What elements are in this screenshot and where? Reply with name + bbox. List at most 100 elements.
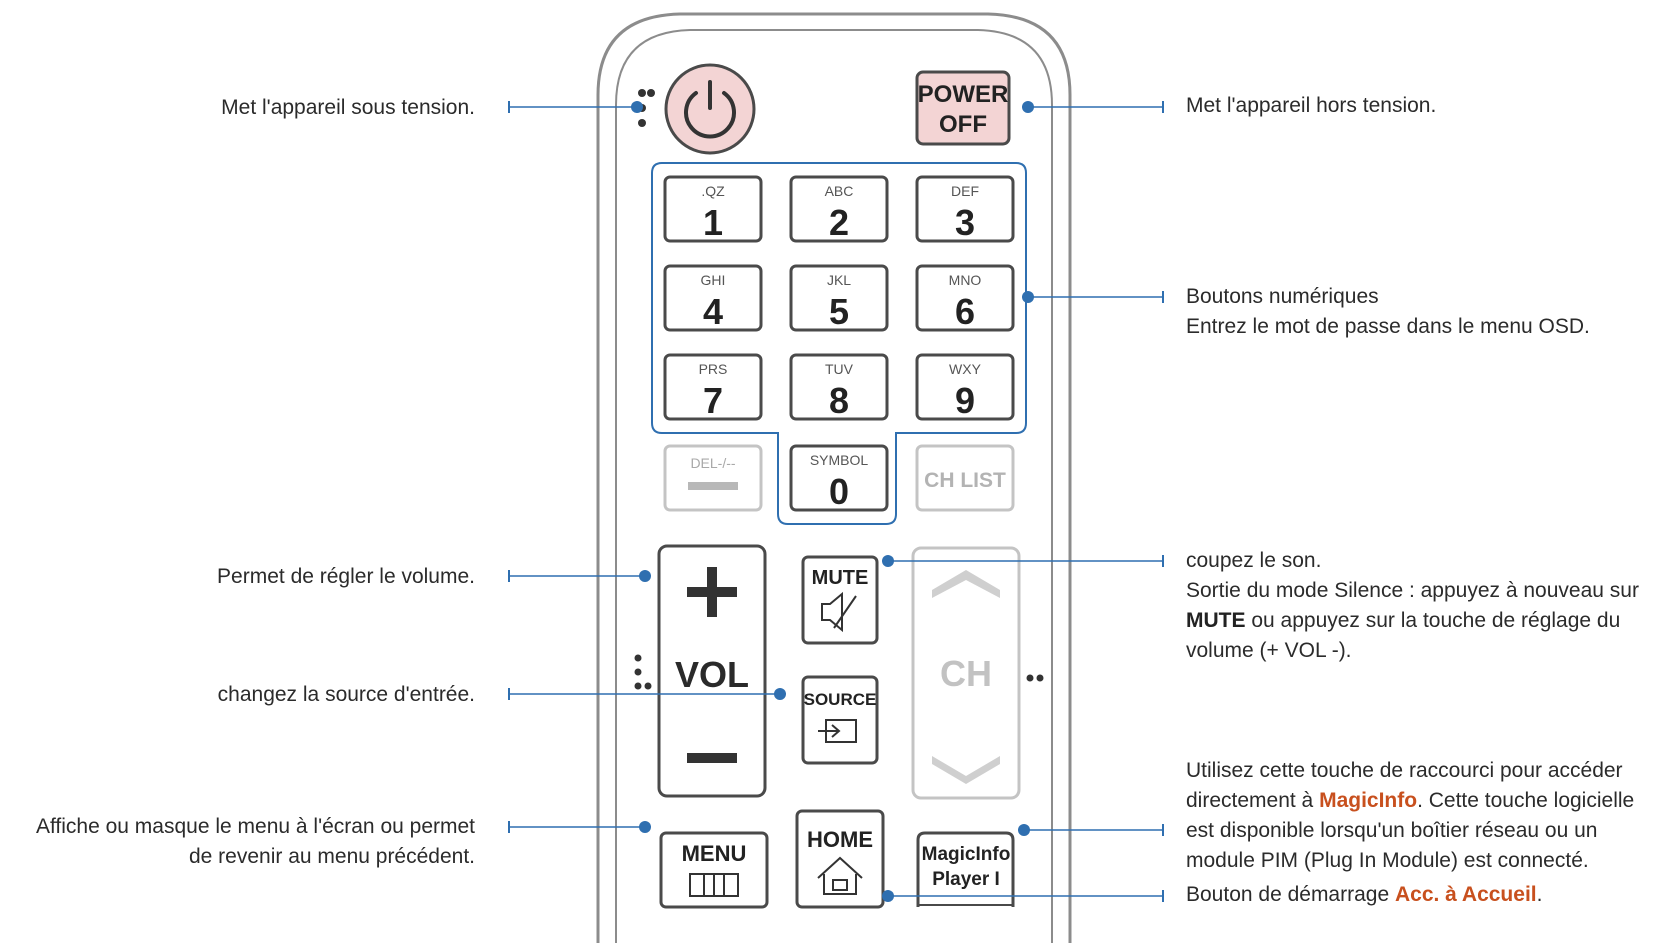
callout-power-on-text: Met l'appareil sous tension. — [221, 96, 475, 119]
source-key[interactable]: SOURCE — [801, 675, 879, 765]
source-label: SOURCE — [804, 690, 877, 709]
callout-magicinfo-line4: module PIM (Plug In Module) est connecté… — [1186, 849, 1589, 872]
number-key-7[interactable]: PRS 7 — [663, 353, 763, 421]
number-key-4[interactable]: GHI 4 — [663, 264, 763, 332]
zero-key-digit: 0 — [829, 471, 849, 512]
number-key-8[interactable]: TUV 8 — [789, 353, 889, 421]
magicinfo-line1: MagicInfo — [922, 844, 1011, 865]
home-label: HOME — [807, 827, 873, 852]
number-keypad: .QZ 1 ABC 2 DEF 3 GHI 4 JKL 5 MNO 6 — [663, 175, 1015, 421]
magicinfo-keyword: MagicInfo — [1319, 789, 1418, 812]
ch-list-key[interactable]: CH LIST — [915, 444, 1015, 512]
dash-icon — [688, 482, 738, 490]
number-key-3[interactable]: DEF 3 — [915, 175, 1015, 243]
number-key-letters: MNO — [949, 272, 982, 288]
chevron-down-icon — [932, 756, 1000, 784]
power-off-button[interactable]: POWER OFF — [915, 70, 1011, 146]
number-key-digit: 5 — [829, 291, 849, 332]
callout-magicinfo-line2-post: . Cette touche logicielle — [1417, 789, 1635, 812]
mute-label: MUTE — [812, 567, 869, 589]
callout-magicinfo: Utilisez cette touche de raccourci pour … — [1186, 756, 1634, 876]
leader-power-on — [508, 101, 643, 113]
volume-rocker[interactable]: VOL — [657, 544, 767, 798]
speaker-muted-icon — [821, 591, 857, 633]
callout-power-on: Met l'appareil sous tension. — [221, 93, 475, 123]
number-key-digit: 9 — [955, 380, 975, 421]
callout-mute-line1: coupez le son. — [1186, 549, 1322, 572]
leader-mute — [882, 555, 1164, 567]
number-key-2[interactable]: ABC 2 — [789, 175, 889, 243]
callout-menu: Affiche ou masque le menu à l'écran ou p… — [36, 812, 475, 872]
symbol-zero-key[interactable]: SYMBOL 0 — [789, 444, 889, 512]
power-button[interactable] — [664, 63, 756, 155]
number-key-digit: 2 — [829, 202, 849, 243]
power-off-line2: OFF — [939, 111, 987, 138]
callout-numeric: Boutons numériques Entrez le mot de pass… — [1186, 282, 1590, 342]
numeric-keypad-highlight — [651, 162, 1027, 525]
home-icon — [817, 856, 863, 895]
leader-magicinfo — [1018, 824, 1164, 836]
number-key-digit: 1 — [703, 202, 723, 243]
power-off-line1: POWER — [918, 81, 1009, 108]
leader-power-off — [1022, 101, 1164, 113]
number-key-letters: GHI — [701, 272, 726, 288]
callout-mute-line3-rest: ou appuyez sur la touche de réglage du — [1245, 609, 1621, 632]
number-key-letters: DEF — [951, 183, 979, 199]
magicinfo-player-key[interactable]: MagicInfo Player I — [916, 831, 1015, 907]
number-key-digit: 3 — [955, 202, 975, 243]
menu-grid-icon — [689, 873, 739, 897]
menu-key[interactable]: MENU — [659, 831, 769, 909]
braille-dots-volume — [634, 654, 652, 690]
number-key-9[interactable]: WXY 9 — [915, 353, 1015, 421]
del-key[interactable]: DEL-/-- — [663, 444, 763, 512]
callout-numeric-line2: Entrez le mot de passe dans le menu OSD. — [1186, 315, 1590, 338]
leader-volume — [508, 570, 651, 582]
callout-magicinfo-line2-pre: directement à — [1186, 789, 1320, 812]
number-key-letters: .QZ — [701, 183, 725, 199]
ch-label: CH — [940, 653, 992, 694]
magicinfo-line2: Player I — [932, 869, 1000, 890]
callout-power-off-text: Met l'appareil hors tension. — [1186, 94, 1437, 117]
leader-home — [882, 890, 1164, 902]
braille-dots-power — [638, 89, 655, 127]
callout-magicinfo-line2: directement à MagicInfo. Cette touche lo… — [1186, 786, 1634, 816]
callout-magicinfo-line3: est disponible lorsqu'un boîtier réseau … — [1186, 819, 1598, 842]
callout-magicinfo-line1: Utilisez cette touche de raccourci pour … — [1186, 759, 1623, 782]
number-key-digit: 4 — [703, 291, 723, 332]
callout-volume-text: Permet de régler le volume. — [217, 565, 475, 588]
mute-key[interactable]: MUTE — [801, 555, 879, 645]
symbol-key-label: SYMBOL — [810, 452, 869, 468]
input-source-icon — [818, 719, 857, 743]
callout-menu-line2: de revenir au menu précédent. — [188, 845, 475, 868]
number-key-5[interactable]: JKL 5 — [789, 264, 889, 332]
number-key-letters: PRS — [699, 361, 728, 377]
callout-numeric-line1: Boutons numériques — [1186, 285, 1379, 308]
plus-icon — [687, 567, 737, 617]
channel-rocker[interactable]: CH — [911, 546, 1021, 800]
callout-mute: coupez le son. Sortie du mode Silence : … — [1186, 546, 1639, 666]
vol-label: VOL — [675, 654, 749, 695]
number-key-letters: JKL — [827, 272, 851, 288]
home-key[interactable]: HOME — [795, 809, 885, 909]
number-key-letters: WXY — [949, 361, 982, 377]
leader-menu — [508, 821, 651, 833]
leader-source — [508, 688, 786, 700]
callout-mute-line4: volume (+ VOL -). — [1186, 639, 1352, 662]
callout-source: changez la source d'entrée. — [218, 680, 475, 710]
callout-home-pre: Bouton de démarrage — [1186, 883, 1395, 906]
number-key-1[interactable]: .QZ 1 — [663, 175, 763, 243]
leader-lines — [508, 101, 1164, 902]
number-key-6[interactable]: MNO 6 — [915, 264, 1015, 332]
callout-menu-line1: Affiche ou masque le menu à l'écran ou p… — [35, 815, 475, 838]
callout-source-text: changez la source d'entrée. — [217, 683, 475, 706]
mute-keyword: MUTE — [1186, 609, 1246, 632]
number-key-digit: 8 — [829, 380, 849, 421]
menu-label: MENU — [682, 841, 747, 866]
number-key-letters: TUV — [825, 361, 854, 377]
callout-volume: Permet de régler le volume. — [217, 562, 475, 592]
remote-body — [596, 12, 1072, 943]
power-icon — [684, 80, 736, 139]
callout-power-off: Met l'appareil hors tension. — [1186, 91, 1436, 121]
home-keyword: Acc. à Accueil — [1394, 883, 1537, 906]
